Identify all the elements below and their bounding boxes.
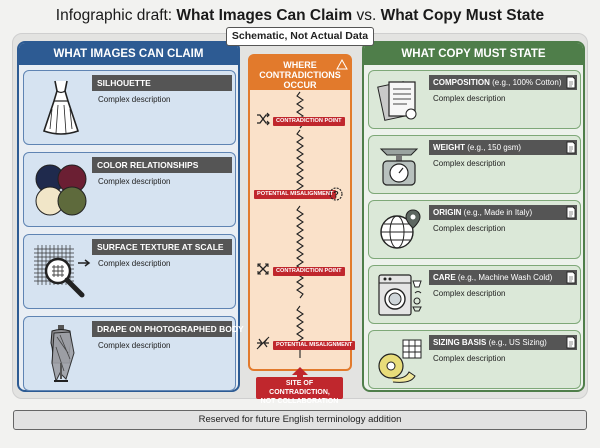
site-of-contradiction: SITE OF CONTRADICTION, NOT COLLABORATION — [256, 377, 343, 405]
copy-panel-title: WHAT COPY MUST STATE — [364, 43, 583, 65]
card-sizing-basis: SIZING BASIS (e.g., US Sizing) Complex d… — [368, 330, 581, 389]
question-icon: ? — [329, 187, 343, 201]
contradictions-title: WHERE CONTRADICTIONS OCCUR — [250, 56, 350, 90]
weight-desc: Complex description — [433, 159, 506, 168]
drape-label: DRAPE ON PHOTOGRAPHED BODY — [92, 321, 244, 337]
origin-key: ORIGIN — [433, 208, 462, 217]
footer-reserved-box: Reserved for future English terminology … — [13, 410, 587, 430]
copy-panel: WHAT COPY MUST STATE COMPOSITION (e.g., … — [362, 41, 585, 392]
title-vs: vs. — [352, 7, 381, 24]
card-surface-texture: SURFACE TEXTURE AT SCALE Complex descrip… — [23, 234, 236, 309]
washing-machine-icon — [378, 274, 422, 316]
contradictions-title-line1: WHERE — [283, 60, 317, 70]
crossing-arrows-icon — [257, 112, 270, 126]
card-drape: DRAPE ON PHOTOGRAPHED BODY Complex descr… — [23, 316, 244, 391]
document-icon — [566, 76, 576, 89]
marker-contradiction-1: CONTRADICTION POINT — [273, 117, 345, 126]
composition-label: COMPOSITION (e.g., 100% Cotton) — [429, 75, 577, 90]
composition-example: (e.g., 100% Cotton) — [489, 78, 562, 87]
site-line1: SITE OF CONTRADICTION, — [269, 380, 330, 396]
origin-desc: Complex description — [433, 224, 506, 233]
marker-contradiction-2: CONTRADICTION POINT — [273, 267, 345, 276]
sizing-basis-desc: Complex description — [433, 354, 506, 363]
globe-pin-icon — [380, 209, 421, 249]
diverging-arrows-icon — [257, 263, 269, 275]
document-icon — [566, 141, 576, 154]
up-arrow-icon — [292, 367, 308, 379]
schematic-badge: Schematic, Not Actual Data — [226, 27, 374, 46]
care-label: CARE (e.g., Machine Wash Cold) — [429, 270, 577, 285]
care-desc: Complex description — [433, 289, 506, 298]
card-composition: COMPOSITION (e.g., 100% Cotton) Complex … — [368, 70, 581, 129]
card-weight: WEIGHT (e.g., 150 gsm) Complex descripti… — [368, 135, 581, 194]
surface-texture-label: SURFACE TEXTURE AT SCALE — [92, 239, 232, 255]
document-icon — [566, 271, 576, 284]
title-copy: What Copy Must State — [380, 7, 545, 24]
scale-icon — [379, 148, 419, 186]
weight-example: (e.g., 150 gsm) — [465, 143, 522, 152]
svg-text:?: ? — [333, 190, 339, 200]
tape-measure-icon — [378, 339, 422, 383]
sizing-basis-example: (e.g., US Sizing) — [486, 338, 547, 347]
magnifier-fabric-icon — [34, 245, 91, 298]
card-care: CARE (e.g., Machine Wash Cold) Complex d… — [368, 265, 581, 324]
composition-desc: Complex description — [433, 94, 506, 103]
document-stack-icon — [377, 81, 417, 121]
images-panel-title: WHAT IMAGES CAN CLAIM — [19, 43, 238, 65]
document-icon — [566, 206, 576, 219]
document-icon — [566, 336, 576, 349]
title-images: What Images Can Claim — [176, 7, 353, 24]
contradictions-title-line2: CONTRADICTIONS — [259, 70, 341, 80]
care-key: CARE — [433, 273, 456, 282]
card-color-relationships: COLOR RELATIONSHIPS Complex description — [23, 152, 236, 227]
care-example: (e.g., Machine Wash Cold) — [455, 273, 553, 282]
silhouette-desc: Complex description — [98, 95, 171, 104]
color-circles-icon — [35, 164, 87, 216]
title-prefix: Infographic draft: — [55, 7, 177, 24]
mannequin-icon — [50, 325, 75, 383]
sizing-basis-key: SIZING BASIS — [433, 338, 487, 347]
card-origin: ORIGIN (e.g., Made in Italy) Complex des… — [368, 200, 581, 259]
contradictions-title-line3: OCCUR — [283, 80, 317, 90]
sizing-basis-label: SIZING BASIS (e.g., US Sizing) — [429, 335, 577, 350]
dress-icon — [42, 80, 80, 135]
site-line2: NOT COLLABORATION — [260, 398, 339, 405]
weight-key: WEIGHT — [433, 143, 465, 152]
images-panel: WHAT IMAGES CAN CLAIM SILHOUETTE Complex… — [17, 41, 244, 392]
silhouette-label: SILHOUETTE — [92, 75, 232, 91]
origin-label: ORIGIN (e.g., Made in Italy) — [429, 205, 577, 220]
surface-texture-desc: Complex description — [98, 259, 171, 268]
page-title: Infographic draft: What Images Can Claim… — [0, 7, 600, 25]
contradictions-panel: WHERE CONTRADICTIONS OCCUR CONTRADICTION… — [248, 54, 356, 371]
broken-link-icon — [256, 336, 270, 350]
composition-key: COMPOSITION — [433, 78, 490, 87]
color-relationships-label: COLOR RELATIONSHIPS — [92, 157, 232, 173]
zigzag-line — [296, 58, 348, 358]
marker-misalignment-2: POTENTIAL MISALIGNMENT — [273, 341, 356, 350]
color-relationships-desc: Complex description — [98, 177, 171, 186]
origin-example: (e.g., Made in Italy) — [461, 208, 533, 217]
marker-misalignment-1: POTENTIAL MISALIGNMENT — [254, 190, 337, 199]
weight-label: WEIGHT (e.g., 150 gsm) — [429, 140, 577, 155]
card-silhouette: SILHOUETTE Complex description — [23, 70, 236, 145]
drape-desc: Complex description — [98, 341, 171, 350]
